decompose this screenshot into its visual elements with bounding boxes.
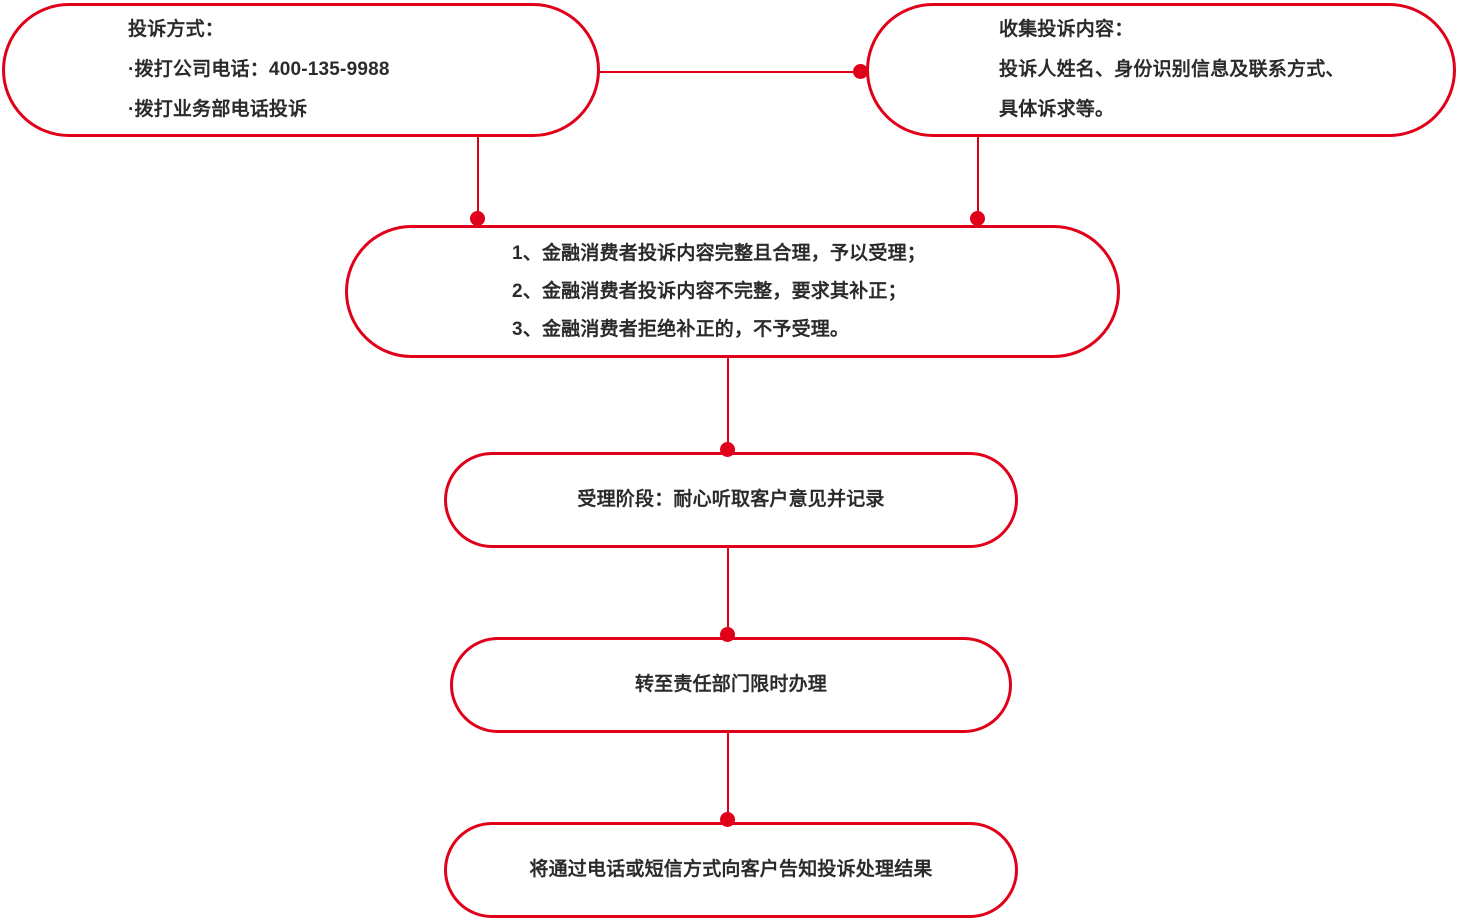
junction-dot-collect-inlet	[853, 64, 868, 79]
node-acceptance-rules[interactable]: 1、金融消费者投诉内容完整且合理，予以受理； 2、金融消费者投诉内容不完整，要求…	[345, 225, 1120, 358]
complaint-channel-dept-line: ·拨打业务部电话投诉	[128, 99, 308, 120]
collect-content-demand-line: 具体诉求等。	[999, 99, 1115, 120]
node-complaint-channel[interactable]: 投诉方式： ·拨打公司电话：400-135-9988 ·拨打业务部电话投诉	[2, 3, 600, 137]
complaint-channel-heading: 投诉方式：	[128, 19, 225, 40]
acceptance-rule-item-1: 1、金融消费者投诉内容完整且合理，予以受理；	[512, 242, 926, 264]
node-listen-record[interactable]: 受理阶段：耐心听取客户意见并记录	[444, 452, 1018, 548]
listen-record-label: 受理阶段：耐心听取客户意见并记录	[577, 489, 885, 510]
connector-collect-to-rules	[977, 130, 979, 225]
connector-rules-to-listen	[727, 352, 729, 456]
junction-dot-rules-left	[470, 211, 485, 226]
junction-dot-transfer-top	[720, 627, 735, 642]
collect-content-detail-line: 投诉人姓名、身份识别信息及联系方式、	[999, 59, 1345, 80]
node-transfer-department[interactable]: 转至责任部门限时办理	[450, 637, 1012, 733]
connector-channel-to-collect	[590, 71, 870, 73]
collect-content-heading: 收集投诉内容：	[999, 19, 1134, 40]
junction-dot-rules-right	[970, 211, 985, 226]
junction-dot-notify-top	[720, 812, 735, 827]
node-notify-result[interactable]: 将通过电话或短信方式向客户告知投诉处理结果	[444, 822, 1018, 918]
connector-channel-to-rules	[477, 130, 479, 225]
connector-transfer-to-notify	[727, 729, 729, 826]
acceptance-rule-item-2: 2、金融消费者投诉内容不完整，要求其补正；	[512, 280, 907, 302]
node-collect-content[interactable]: 收集投诉内容： 投诉人姓名、身份识别信息及联系方式、 具体诉求等。	[866, 3, 1456, 137]
acceptance-rule-item-3: 3、金融消费者拒绝补正的，不予受理。	[512, 318, 850, 340]
junction-dot-listen-top	[720, 442, 735, 457]
connector-listen-to-transfer	[727, 544, 729, 641]
notify-result-label: 将通过电话或短信方式向客户告知投诉处理结果	[529, 859, 933, 880]
transfer-department-label: 转至责任部门限时办理	[634, 674, 827, 695]
complaint-channel-phone-line: ·拨打公司电话：400-135-9988	[128, 59, 390, 80]
